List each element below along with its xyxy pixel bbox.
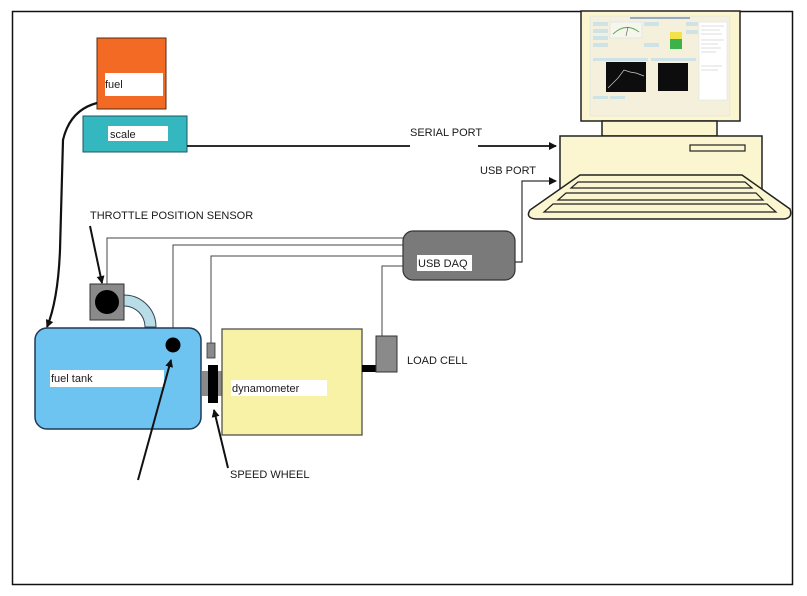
engine-sensor-dot: [165, 337, 181, 353]
engine-sensor-arrow: [137, 359, 174, 481]
screen-chart-left: [606, 62, 646, 92]
dynamometer: dynamometer: [221, 328, 363, 436]
fuel-tank: fuel tank: [34, 327, 202, 430]
fuel-line-arrow: [45, 101, 98, 328]
usb-cable: [515, 177, 557, 263]
disk-drive-slot: [689, 144, 746, 152]
fuel-tank-label: fuel tank: [51, 373, 93, 385]
usb-port-label: USB PORT: [480, 165, 536, 177]
wire-speed-sensor: [210, 255, 403, 343]
speed-sensor: [206, 342, 216, 359]
monitor-screen: [589, 15, 731, 117]
fuel-label: fuel: [105, 79, 123, 91]
fuel-container: fuel: [96, 37, 167, 110]
speed-wheel-label: SPEED WHEEL: [230, 469, 309, 481]
serial-port-label: SERIAL PORT: [410, 127, 482, 139]
throttle-position-sensor-label: THROTTLE POSITION SENSOR: [90, 210, 253, 222]
keyboard: [527, 174, 792, 220]
monitor-stand: [601, 120, 718, 137]
speed-wheel-arrow: [211, 409, 229, 469]
load-cell: [375, 335, 398, 373]
wire-load-cell: [381, 265, 403, 337]
usb-daq-label: USB DAQ: [418, 258, 468, 270]
load-cell-label: LOAD CELL: [407, 355, 468, 367]
wire-throttle: [106, 237, 403, 300]
throttle-sensor-dial: [95, 290, 119, 314]
speed-wheel: [208, 365, 218, 403]
throttle-arrow: [89, 225, 105, 284]
load-cell-arm: [362, 365, 376, 372]
usb-daq: USB DAQ: [402, 230, 516, 281]
computer: [527, 10, 792, 220]
air-intake-pipe: [123, 294, 157, 328]
dynamometer-label: dynamometer: [232, 383, 300, 395]
wire-fuel-tank-sensor: [172, 244, 403, 342]
scale-label: scale: [110, 129, 136, 141]
screen-chart-right: [658, 63, 688, 91]
scale: scale: [82, 115, 188, 153]
